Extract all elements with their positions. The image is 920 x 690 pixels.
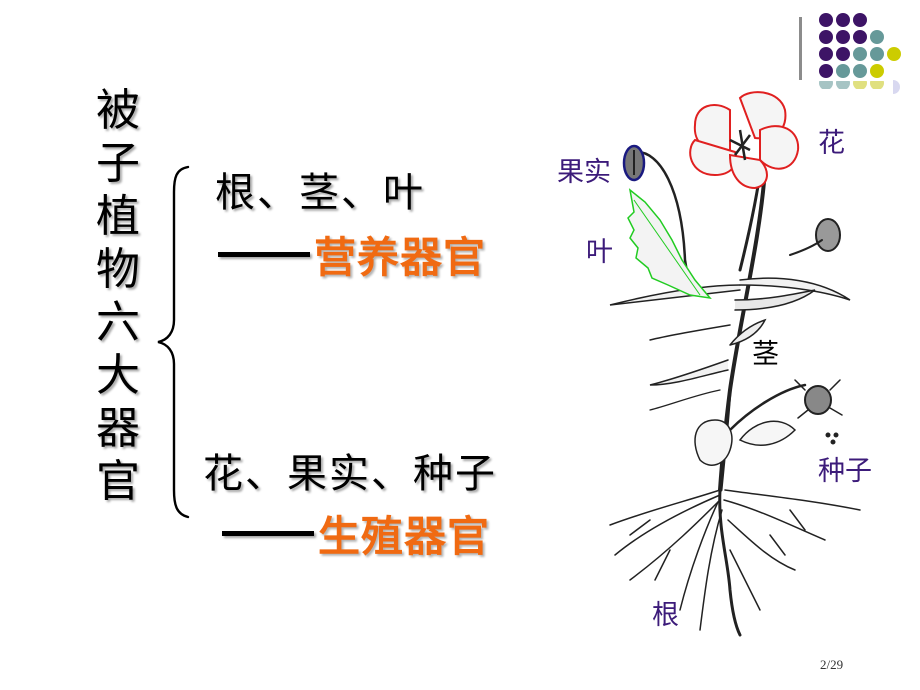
- decor-half-dot: [893, 80, 900, 94]
- title-char: 大: [96, 350, 140, 401]
- decor-dot: [819, 47, 833, 61]
- decor-dot: [853, 64, 867, 78]
- decor-dot: [870, 47, 884, 61]
- label-seed: 种子: [818, 456, 872, 487]
- vegetative-organs-label: 营养器官: [314, 233, 487, 282]
- vertical-title: 被 子 植 物 六 大 器 官: [92, 84, 144, 508]
- em-dash: [218, 252, 310, 257]
- em-dash: [222, 531, 314, 536]
- decor-dot: [853, 13, 867, 27]
- decor-dot: [836, 30, 850, 44]
- title-char: 子: [96, 138, 140, 189]
- label-root: 根: [652, 600, 679, 631]
- title-char: 器: [96, 403, 140, 454]
- plant-illustration: [609, 91, 861, 637]
- page-number: 2/29: [820, 657, 844, 672]
- decor-dot: [870, 30, 884, 44]
- decor-dot: [819, 64, 833, 78]
- label-leaf: 叶: [586, 237, 613, 268]
- vegetative-organs-list: 根、茎、叶: [215, 170, 425, 216]
- decor-dot: [853, 47, 867, 61]
- label-fruit: 果实: [557, 157, 611, 188]
- title-char: 植: [96, 191, 140, 242]
- decor-vertical-bar: [799, 17, 802, 80]
- decor-dot-grid: [0, 0, 920, 100]
- label-stem: 茎: [752, 339, 779, 370]
- reproductive-organs-label: 生殖器官: [318, 512, 491, 561]
- decor-dot: [836, 64, 850, 78]
- decor-dot: [819, 30, 833, 44]
- decor-dot: [836, 13, 850, 27]
- vegetative-organs-heading: 营养器官: [218, 224, 486, 285]
- reproductive-organs-list: 花、果实、种子: [203, 451, 497, 497]
- decor-dot: [836, 47, 850, 61]
- curly-brace: [157, 165, 190, 519]
- label-flower: 花: [818, 128, 845, 159]
- decor-dot: [853, 30, 867, 44]
- decor-partial-dots: [819, 81, 909, 89]
- title-char: 官: [96, 456, 140, 507]
- decor-dot: [870, 64, 884, 78]
- decor-dot: [887, 47, 901, 61]
- title-char: 物: [96, 244, 140, 295]
- title-char: 被: [96, 85, 140, 136]
- decor-dot: [819, 13, 833, 27]
- title-char: 六: [96, 297, 140, 348]
- reproductive-organs-heading: 生殖器官: [222, 503, 490, 564]
